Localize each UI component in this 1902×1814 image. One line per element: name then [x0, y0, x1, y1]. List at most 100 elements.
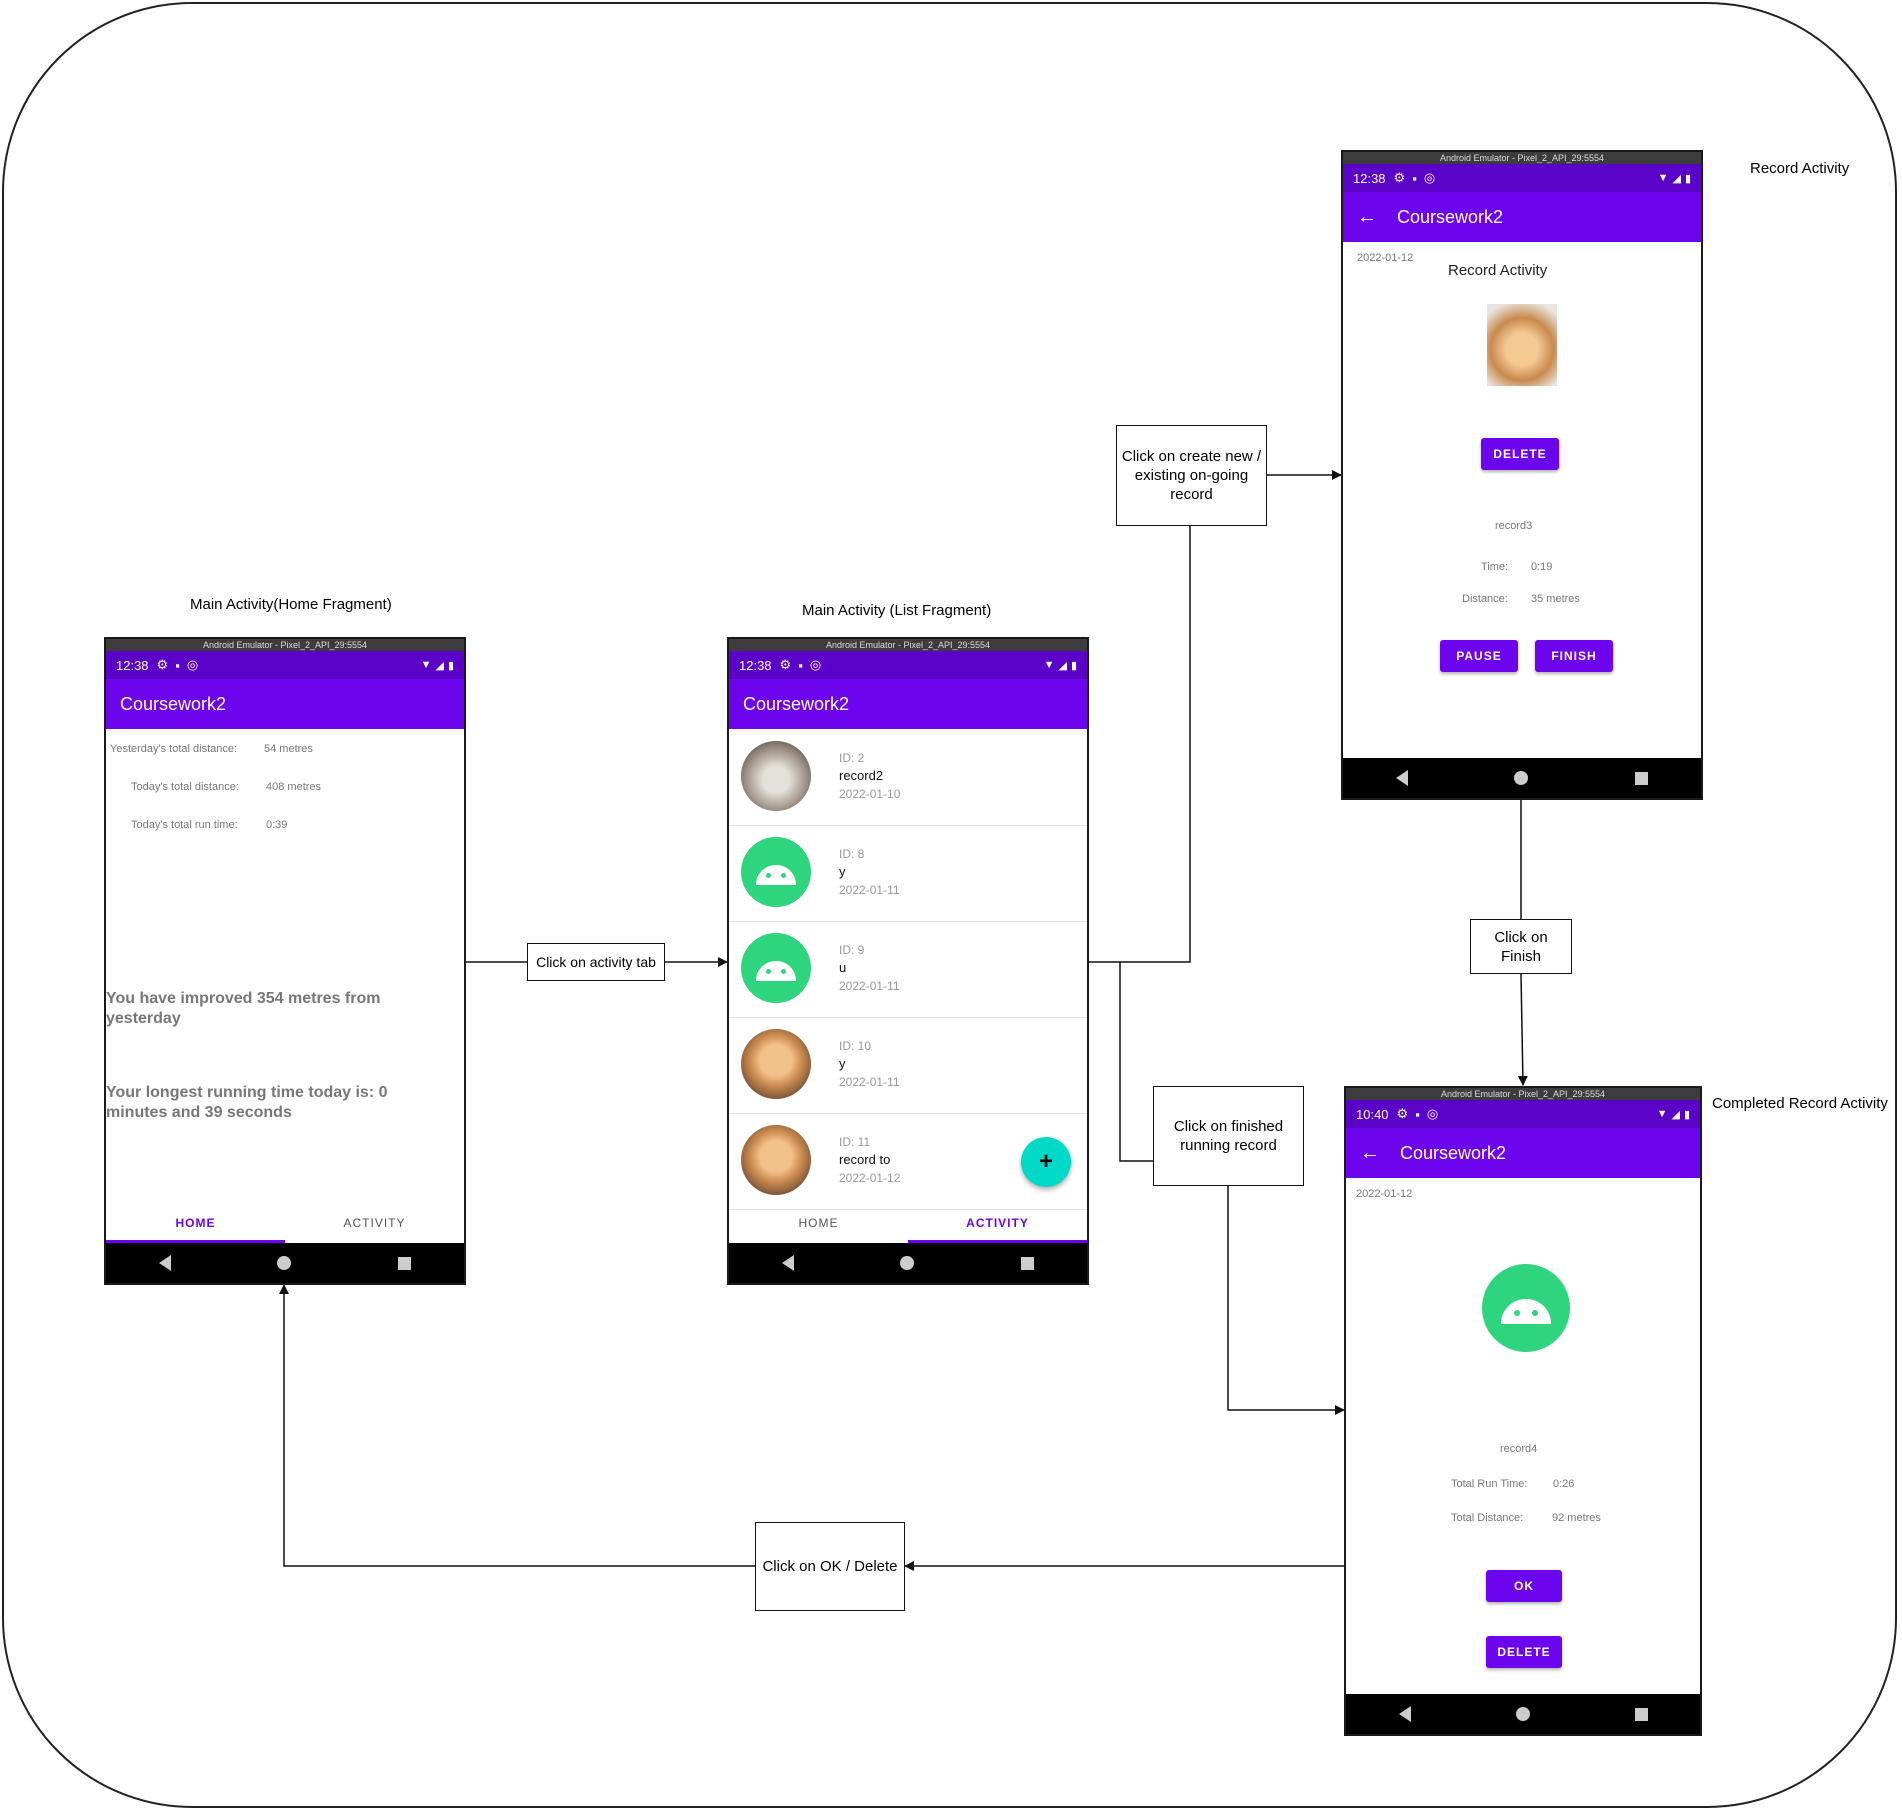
tab-home[interactable]: HOME [798, 1216, 839, 1230]
recents-icon[interactable] [1634, 1707, 1648, 1721]
status-icons: ⚙▪◎ [157, 657, 199, 673]
app-title: Coursework2 [743, 693, 850, 714]
item-id: ID: 8 [839, 847, 865, 861]
record-name: record4 [1500, 1443, 1538, 1455]
tab-activity[interactable]: ACTIVITY [908, 1203, 1087, 1243]
item-name: y [839, 1056, 846, 1071]
item-name: y [839, 864, 846, 879]
today-distance-label: Today's total distance: [131, 781, 239, 793]
app-bar: Coursework2 [729, 679, 1087, 729]
status-time: 12:38 [739, 657, 772, 673]
item-date: 2022-01-10 [839, 787, 901, 801]
back-arrow-icon[interactable]: ← [1357, 205, 1377, 228]
box-click-finished-record: Click on finished running record [1153, 1086, 1304, 1186]
home-icon[interactable] [1514, 771, 1529, 785]
add-record-fab[interactable]: + [1021, 1137, 1071, 1187]
item-id: ID: 10 [839, 1039, 872, 1053]
record-name: record3 [1495, 520, 1533, 532]
back-icon[interactable] [782, 1255, 795, 1271]
android-icon [741, 933, 811, 1003]
caption-record: Record Activity [1750, 160, 1850, 177]
delete-button[interactable]: DELETE [1486, 1636, 1562, 1668]
edge-finish-box-to-completed [1517, 973, 1528, 1086]
item-name: u [839, 960, 847, 975]
home-screen: Android Emulator - Pixel_2_API_29:5554 1… [104, 637, 466, 1285]
home-icon[interactable] [277, 1256, 292, 1270]
back-icon[interactable] [159, 1255, 172, 1271]
caption-home: Main Activity(Home Fragment) [190, 596, 392, 613]
wifi-icon: ▼ [1657, 172, 1669, 184]
home-icon[interactable] [900, 1256, 915, 1270]
cat-photo-avatar [741, 1125, 811, 1195]
edge-ok-box-to-home [279, 1284, 755, 1567]
record-date: 2022-01-12 [1357, 252, 1414, 264]
emulator-title: Android Emulator - Pixel_2_API_29:5554 [1343, 152, 1701, 164]
edge-list-to-finished-box [1119, 962, 1153, 1162]
item-date: 2022-01-12 [839, 1171, 901, 1185]
tab-activity[interactable]: ACTIVITY [343, 1216, 406, 1230]
recents-icon[interactable] [1020, 1256, 1034, 1270]
status-icons: ⚙▪◎ [1394, 170, 1436, 186]
signal-icon: ◢ [1058, 659, 1067, 672]
signal-icon: ◢ [1671, 1108, 1680, 1121]
list-screen: Android Emulator - Pixel_2_API_29:5554 1… [727, 637, 1089, 1285]
item-date: 2022-01-11 [839, 1075, 900, 1089]
gear-icon: ⚙ [1393, 170, 1406, 185]
list-item[interactable]: ID: 2 record2 2022-01-10 [729, 729, 1087, 826]
sd-card-icon: ▪ [175, 657, 180, 673]
runtime-value: 0:26 [1553, 1478, 1575, 1490]
back-icon[interactable] [1396, 770, 1409, 786]
system-nav-bar [1346, 1694, 1700, 1734]
status-right: ▼◢▮ [421, 659, 454, 672]
improvement-message: You have improved 354 metres from yester… [106, 990, 381, 1027]
cat-photo-avatar [741, 1029, 811, 1099]
edge-list-to-create-box [1089, 526, 1191, 963]
emulator-title: Android Emulator - Pixel_2_API_29:5554 [1346, 1088, 1700, 1100]
app-bar: ←Coursework2 [1346, 1128, 1700, 1178]
android-icon [1482, 1264, 1570, 1352]
distance-value: 35 metres [1531, 593, 1580, 605]
pause-button[interactable]: PAUSE [1440, 640, 1518, 672]
app-title: Coursework2 [120, 693, 227, 714]
home-icon[interactable] [1515, 1707, 1530, 1721]
tab-home[interactable]: HOME [106, 1203, 285, 1243]
app-bar: Coursework2 [106, 679, 464, 729]
record-screen: Android Emulator - Pixel_2_API_29:5554 1… [1341, 150, 1703, 800]
wifi-icon: ▼ [420, 659, 432, 671]
ok-button[interactable]: OK [1486, 1570, 1562, 1602]
battery-icon: ▮ [1684, 172, 1691, 185]
box-click-ok-delete: Click on OK / Delete [755, 1522, 905, 1611]
delete-button[interactable]: DELETE [1481, 438, 1559, 470]
back-icon[interactable] [1398, 1706, 1411, 1722]
box-click-finish: Click on Finish [1470, 919, 1572, 974]
item-name: record2 [839, 768, 884, 783]
emulator-title: Android Emulator - Pixel_2_API_29:5554 [729, 639, 1087, 651]
recents-icon[interactable] [397, 1256, 411, 1270]
time-label: Time: [1481, 561, 1509, 573]
battery-icon: ▮ [1683, 1108, 1690, 1121]
back-arrow-icon[interactable]: ← [1360, 1141, 1380, 1164]
item-id: ID: 2 [839, 751, 865, 765]
system-nav-bar [729, 1243, 1087, 1283]
record-cat-photo [1487, 304, 1557, 386]
caption-list: Main Activity (List Fragment) [802, 602, 992, 619]
system-nav-bar [106, 1243, 464, 1283]
status-right: ▼◢▮ [1657, 1108, 1690, 1121]
wifi-icon: ▼ [1043, 659, 1055, 671]
finish-button[interactable]: FINISH [1535, 640, 1613, 672]
item-id: ID: 11 [839, 1135, 871, 1149]
emulator-title: Android Emulator - Pixel_2_API_29:5554 [106, 639, 464, 651]
time-value: 0:19 [1531, 561, 1553, 573]
recents-icon[interactable] [1634, 771, 1648, 785]
status-bar: 10:40 ⚙▪◎ ▼◢▮ [1346, 1100, 1700, 1128]
sd-card-icon: ▪ [1415, 1106, 1420, 1122]
cat-photo-avatar [741, 741, 811, 811]
bottom-tabs: HOME ACTIVITY [729, 1203, 1087, 1243]
today-runtime-value: 0:39 [266, 819, 288, 831]
list-item[interactable]: ID: 10 y 2022-01-11 [729, 1017, 1087, 1114]
